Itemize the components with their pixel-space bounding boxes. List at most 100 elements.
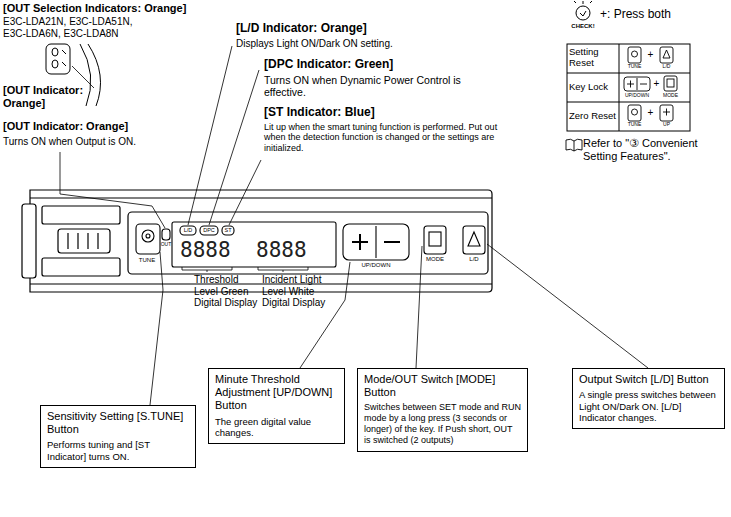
key-icon-part — [630, 81, 631, 88]
indicator-label: L/D — [184, 228, 193, 234]
book-icon-part — [574, 141, 575, 151]
amplifier-housing-part — [97, 233, 98, 249]
table-cell: Key Lock — [569, 82, 619, 93]
key-table-part — [567, 102, 690, 103]
leader-line-part — [209, 70, 259, 225]
callout-text: The green digital value changes. — [215, 416, 338, 439]
amplifier-housing-part — [30, 283, 492, 284]
indicator-label: ST — [224, 228, 231, 234]
key-table-part — [619, 44, 620, 131]
callout-heading: Sensitivity Setting [S.TUNE] Button — [47, 410, 189, 436]
book-icon-part — [566, 139, 582, 151]
indicator-note: Turns ON when Output is ON. — [3, 136, 136, 148]
panel-controls-part — [172, 222, 336, 267]
digital-display: 8888 — [180, 238, 231, 262]
key-icon-label: MODE — [663, 93, 678, 98]
key-icon — [624, 47, 677, 121]
key-icon-part — [628, 47, 641, 63]
indicator-inset-part — [80, 44, 91, 106]
indicator-heading: [OUT Selection Indicators: Orange] — [3, 2, 186, 15]
key-icon-label: TUNE — [628, 64, 642, 69]
key-icon-part — [667, 79, 674, 87]
key-table — [567, 44, 690, 131]
leader-line-part — [188, 46, 232, 225]
amplifier-housing-part — [128, 212, 488, 274]
check-icon-part — [576, 6, 590, 20]
panel-controls — [136, 222, 485, 267]
key-icon-label: UP/DOWN — [625, 93, 649, 98]
key-icon-part — [640, 84, 647, 85]
display-bracket-part — [258, 267, 308, 272]
callout-heading: Output Switch [L/D] Button — [579, 373, 718, 386]
amplifier-housing-part — [87, 233, 88, 249]
amplifier-housing-part — [77, 233, 78, 249]
panel-controls-part — [200, 226, 218, 235]
digital-display: 8888 — [256, 238, 307, 262]
callout-heading: Minute Threshold Adjustment [UP/DOWN] Bu… — [215, 373, 338, 413]
icon-caption: CHECK! — [571, 23, 594, 29]
indicator-heading: [OUT Indicator: Orange] — [3, 120, 128, 133]
key-icon-part — [664, 76, 677, 91]
indicator-inset-part — [46, 44, 70, 74]
amplifier-housing — [22, 190, 492, 292]
panel-controls-part — [468, 232, 480, 246]
indicator-inset-part — [52, 48, 58, 56]
panel-controls-part — [180, 226, 196, 235]
amplifier-housing-part — [67, 233, 68, 249]
indicator-heading: [L/D Indicator: Orange] — [236, 22, 367, 36]
panel-controls-part — [429, 232, 441, 246]
model-list: E3C-LDA21N, E3C-LDA51N, E3C-LDA6N, E3C-L… — [3, 16, 143, 39]
amplifier-housing-part — [42, 258, 120, 276]
panel-controls-part — [384, 241, 400, 243]
callout-box: Mode/OUT Switch [MODE] ButtonSwitches be… — [357, 368, 528, 452]
callout-box: Minute Threshold Adjustment [UP/DOWN] Bu… — [208, 368, 345, 444]
panel-controls-part — [142, 230, 154, 242]
callout-text: Switches between SET mode and RUN mode b… — [364, 402, 521, 445]
panel-controls-part — [463, 226, 485, 254]
indicator-note: Turns ON when Dynamic Power Control is e… — [264, 74, 479, 98]
panel-controls-part — [424, 226, 446, 254]
indicator-label: OUT — [161, 242, 172, 247]
indicator-heading: [OUT Indicator: Orange] — [3, 84, 91, 109]
panel-controls-part — [359, 234, 361, 250]
callout-box: Sensitivity Setting [S.TUNE] ButtonPerfo… — [40, 405, 196, 468]
callout-box: Output Switch [L/D] Button A single press… — [572, 368, 725, 429]
book-icon — [566, 139, 582, 151]
check-icon-part — [590, 1, 592, 3]
callout-text: A single press switches between Light ON… — [579, 389, 718, 423]
indicator-inset-part — [52, 60, 58, 68]
key-icon-part — [660, 105, 673, 121]
key-icon-part — [663, 50, 670, 58]
key-icon-label: UP — [663, 122, 670, 127]
indicator-inset-part — [62, 50, 66, 54]
button-label: L/D — [469, 256, 478, 262]
check-icon-part — [580, 11, 586, 16]
plus-sign: + — [648, 49, 654, 61]
callout-heading: Mode/OUT Switch [MODE] Button — [364, 373, 521, 399]
indicator-note: Lit up when the smart tuning function is… — [264, 122, 509, 153]
panel-controls-part — [146, 234, 150, 238]
panel-controls-part — [375, 226, 376, 258]
key-icon-part — [632, 109, 638, 115]
key-icon-part — [660, 47, 673, 63]
check-icon-part — [574, 1, 576, 3]
panel-controls-part — [136, 224, 160, 254]
leader-line-part — [416, 246, 422, 368]
display-label: Threshold Level Green Digital Display — [194, 274, 260, 309]
indicator-heading: [DPC Indicator: Green] — [264, 58, 393, 72]
panel-controls-part — [343, 224, 409, 260]
amplifier-housing-part — [58, 229, 110, 253]
indicator-label: DPC — [203, 228, 215, 234]
indicator-inset-part — [88, 44, 101, 106]
amplifier-housing-part — [42, 206, 120, 224]
check-icon — [574, 1, 592, 20]
key-icon-label: L/D — [663, 64, 671, 69]
check-icon-part — [583, 1, 584, 4]
callout-text: Performs tuning and [ST Indicator] turns… — [47, 439, 189, 462]
display-bracket — [182, 267, 308, 272]
button-label: UP/DOWN — [362, 262, 391, 268]
panel-controls-part — [222, 226, 234, 235]
table-cell: Zero Reset — [569, 111, 619, 122]
key-table-part — [567, 73, 690, 74]
